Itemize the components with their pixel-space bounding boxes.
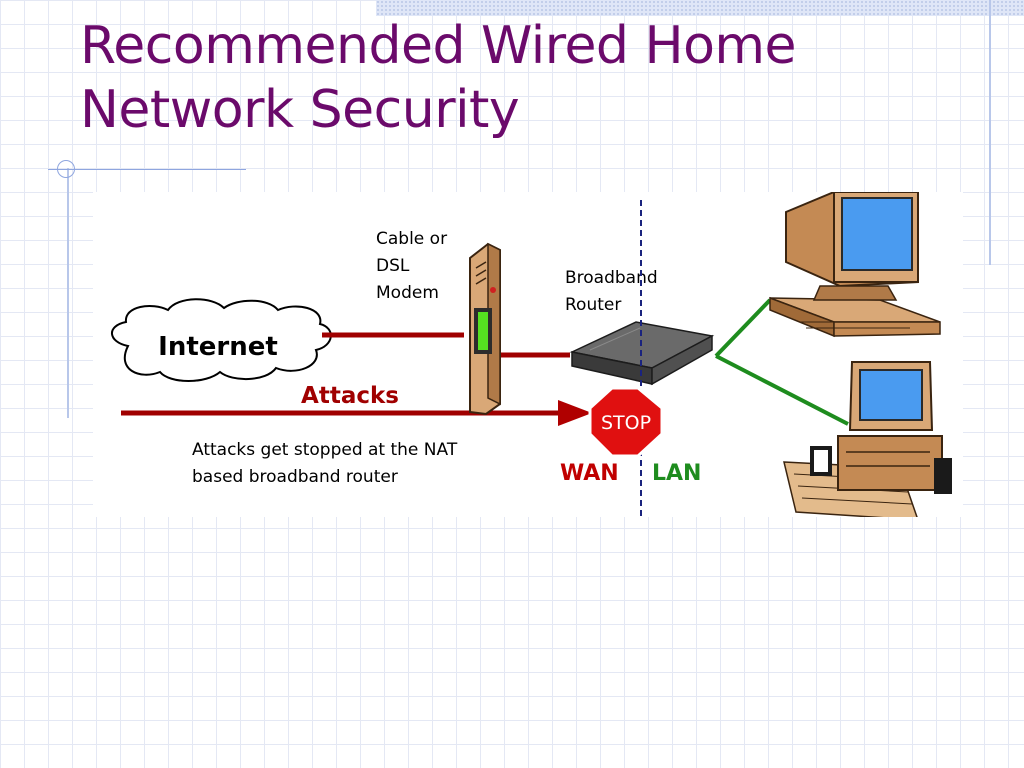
caption-line-1: Attacks get stopped at the NAT: [192, 440, 458, 460]
modem-label-line-1: Cable or: [376, 229, 447, 249]
modem-icon: [469, 242, 501, 416]
router-label-line-2: Router: [565, 295, 621, 315]
caption-line-2: based broadband router: [192, 467, 398, 487]
wan-label: WAN: [560, 461, 619, 486]
router-label-line-1: Broadband: [565, 268, 658, 288]
network-diagram: Internet Attacks Cable or DSL Modem Broa…: [93, 192, 963, 517]
modem-label-line-2: DSL: [376, 256, 410, 276]
slide-title-line-1: Recommended Wired Home: [80, 16, 797, 76]
modem-label-line-3: Modem: [376, 283, 439, 303]
internet-cloud: Internet: [111, 298, 332, 382]
slide-title-line-2: Network Security: [80, 80, 520, 140]
left-decorative-rule: [67, 168, 69, 418]
top-decorative-band: [376, 0, 1024, 16]
internet-label: Internet: [158, 332, 278, 362]
stop-sign-icon: STOP: [588, 386, 664, 458]
lan-links: [714, 298, 849, 426]
title-underline: [48, 169, 246, 170]
lan-label: LAN: [652, 461, 701, 486]
desktop-computer-icon: [769, 192, 941, 338]
right-decorative-rule: [989, 0, 991, 265]
stop-label: STOP: [601, 412, 651, 434]
circle-ornament-icon: [57, 160, 75, 178]
slide-title: Recommended Wired Home Network Security: [80, 14, 797, 142]
tower-computer-icon: [783, 361, 952, 517]
attacks-label: Attacks: [301, 383, 399, 409]
diagram-canvas: Internet Attacks Cable or DSL Modem Broa…: [111, 192, 952, 517]
